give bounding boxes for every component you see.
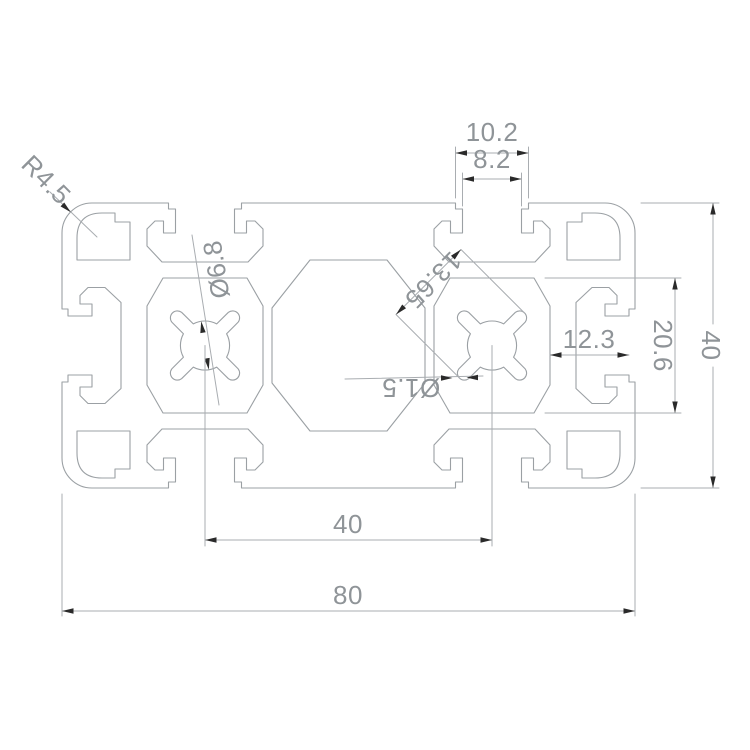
dimension-bore-diagonal: 13.65 bbox=[395, 246, 525, 379]
dim-text-d1-5: Ø1.5 bbox=[382, 373, 440, 403]
dim-text-12-3: 12.3 bbox=[563, 324, 616, 354]
corner-cavity-top-left bbox=[76, 212, 131, 261]
dimension-profile-width: 80 bbox=[61, 493, 636, 617]
dim-text-20-6: 20.6 bbox=[648, 319, 678, 372]
dim-text-10-2: 10.2 bbox=[466, 117, 519, 147]
dimension-slot-opening-inner: 8.2 bbox=[462, 144, 522, 207]
dimension-side-pocket: 12.3 bbox=[549, 324, 630, 358]
dim-text-8-2: 8.2 bbox=[473, 144, 511, 174]
dimension-corner-radius: R4.5 bbox=[16, 149, 98, 238]
corner-cavity-top-right bbox=[566, 212, 621, 261]
boss-cell-right bbox=[433, 277, 551, 414]
profile-outer-outline bbox=[61, 202, 636, 489]
dim-text-40-height: 40 bbox=[696, 331, 726, 361]
dimension-slot-opening-outer: 10.2 bbox=[455, 117, 529, 199]
dimension-core-height: 20.6 bbox=[544, 277, 682, 414]
corner-cavity-bottom-left bbox=[76, 430, 131, 479]
corner-cavity-bottom-right bbox=[566, 430, 621, 479]
dimension-lobe-tip: Ø1.5 bbox=[344, 373, 484, 403]
dimension-profile-height: 40 bbox=[640, 202, 726, 489]
dimension-slot-pitch: 40 bbox=[204, 345, 493, 547]
dim-text-80: 80 bbox=[333, 580, 363, 610]
boss-cell-left bbox=[146, 277, 264, 414]
dim-text-d6-8: Ø6.8 bbox=[197, 238, 236, 300]
dim-text-r4-5: R4.5 bbox=[16, 149, 77, 210]
dim-text-13-65: 13.65 bbox=[399, 246, 468, 315]
dim-text-40-pitch: 40 bbox=[333, 509, 363, 539]
central-cavity bbox=[271, 259, 426, 432]
